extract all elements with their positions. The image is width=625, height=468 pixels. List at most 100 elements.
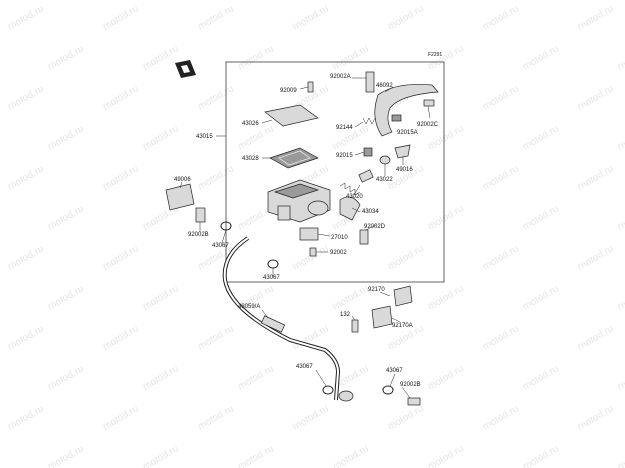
watermark-text: motod.ru xyxy=(521,363,561,392)
watermark-text: motod.ru xyxy=(576,243,616,272)
diaphragm xyxy=(269,147,319,169)
piston-boot xyxy=(379,155,391,165)
label-92002B-right: 92002B xyxy=(400,382,421,388)
brake-lever xyxy=(374,84,439,137)
watermark-text: motod.ru xyxy=(616,363,625,392)
watermark-text: motod.ru xyxy=(616,443,625,468)
hose-bracket xyxy=(371,285,413,329)
watermark-text: motod.ru xyxy=(616,123,625,152)
brake-hose xyxy=(222,236,341,401)
watermark-text: motod.ru xyxy=(6,3,46,32)
label-92170: 92170 xyxy=(368,287,385,293)
watermark-text: motod.ru xyxy=(521,283,561,312)
label-92015A: 92015A xyxy=(397,130,418,136)
assembly-box xyxy=(225,61,445,283)
watermark-text: motod.ru xyxy=(426,203,466,232)
banjo-fitting-lower xyxy=(322,385,394,402)
watermark-text: motod.ru xyxy=(291,3,331,32)
watermark-text: motod.ru xyxy=(46,283,86,312)
watermark-text: motod.ru xyxy=(521,203,561,232)
watermark-text: motod.ru xyxy=(6,163,46,192)
watermark-text: motod.ru xyxy=(426,363,466,392)
watermark-text: motod.ru xyxy=(101,83,141,112)
label-43067-top: 43067 xyxy=(212,243,229,249)
watermark-text: motod.ru xyxy=(46,43,86,72)
label-92002: 92002 xyxy=(330,250,347,256)
label-43026: 43026 xyxy=(242,121,259,127)
banjo-bolt-upper xyxy=(195,207,206,223)
watermark-text: motod.ru xyxy=(481,3,521,32)
holder-nut xyxy=(363,147,373,157)
figure-code: F2291 xyxy=(428,52,442,58)
watermark-text: motod.ru xyxy=(141,43,181,72)
clamp xyxy=(339,196,361,221)
watermark-text: motod.ru xyxy=(331,283,371,312)
watermark-text: motod.ru xyxy=(481,243,521,272)
watermark-text: motod.ru xyxy=(101,3,141,32)
label-43022: 43022 xyxy=(376,177,393,183)
watermark-text: motod.ru xyxy=(521,43,561,72)
watermark-text: motod.ru xyxy=(616,43,625,72)
watermark-text: motod.ru xyxy=(576,323,616,352)
watermark-text: motod.ru xyxy=(196,323,236,352)
reservoir-cover xyxy=(165,183,195,211)
watermark-text: motod.ru xyxy=(196,163,236,192)
clamp-bolt xyxy=(359,229,369,245)
label-43067-bl: 43067 xyxy=(296,364,313,370)
lever-spring xyxy=(362,117,376,125)
watermark-text: motod.ru xyxy=(481,83,521,112)
label-92009: 92009 xyxy=(280,88,297,94)
washer-upper-b xyxy=(267,259,279,269)
watermark-text: motod.ru xyxy=(6,323,46,352)
watermark-text: motod.ru xyxy=(481,323,521,352)
label-92015: 92015 xyxy=(336,153,353,159)
watermark-text: motod.ru xyxy=(331,43,371,72)
watermark-text: motod.ru xyxy=(576,83,616,112)
piston-spring xyxy=(339,169,374,196)
watermark-text: motod.ru xyxy=(616,283,625,312)
watermark-text: motod.ru xyxy=(386,403,426,432)
label-43034: 43034 xyxy=(362,209,379,215)
watermark-text: motod.ru xyxy=(481,163,521,192)
dust-cover xyxy=(394,144,411,159)
watermark-text: motod.ru xyxy=(426,283,466,312)
reservoir-cap xyxy=(264,104,319,127)
bracket-bolt xyxy=(351,319,359,333)
label-43015: 43015 xyxy=(196,134,213,140)
watermark-text: motod.ru xyxy=(141,123,181,152)
watermark-text: motod.ru xyxy=(236,43,276,72)
watermark-text: motod.ru xyxy=(291,403,331,432)
label-92002B-left: 92002B xyxy=(188,232,209,238)
watermark-text: motod.ru xyxy=(196,83,236,112)
watermark-text: motod.ru xyxy=(576,403,616,432)
pivot-bolt xyxy=(365,71,375,93)
banjo-bolt-lower xyxy=(407,397,421,406)
master-cylinder-body xyxy=(267,179,331,223)
label-92002D: 92002D xyxy=(364,224,386,230)
watermark-text: motod.ru xyxy=(196,3,236,32)
watermark-text: motod.ru xyxy=(141,443,181,468)
label-92002A: 92002A xyxy=(330,74,351,80)
watermark-text: motod.ru xyxy=(46,203,86,232)
watermark-text: motod.ru xyxy=(386,3,426,32)
label-43028: 43028 xyxy=(242,156,259,162)
watermark-text: motod.ru xyxy=(236,123,276,152)
label-27010: 27010 xyxy=(331,235,348,241)
watermark-text: motod.ru xyxy=(521,443,561,468)
watermark-text: motod.ru xyxy=(46,363,86,392)
watermark-text: motod.ru xyxy=(576,3,616,32)
watermark-text: motod.ru xyxy=(6,403,46,432)
label-49016: 49016 xyxy=(396,167,413,173)
label-46092: 46092 xyxy=(376,83,393,89)
watermark-text: motod.ru xyxy=(141,283,181,312)
watermark-text: motod.ru xyxy=(101,323,141,352)
watermark-text: motod.ru xyxy=(101,403,141,432)
watermark-text: motod.ru xyxy=(46,123,86,152)
watermark-text: motod.ru xyxy=(6,243,46,272)
switch-screw xyxy=(309,247,317,257)
label-132: 132 xyxy=(340,312,351,318)
watermark-text: motod.ru xyxy=(236,443,276,468)
label-43067-br: 43067 xyxy=(386,368,403,374)
watermark-text: motod.ru xyxy=(46,443,86,468)
